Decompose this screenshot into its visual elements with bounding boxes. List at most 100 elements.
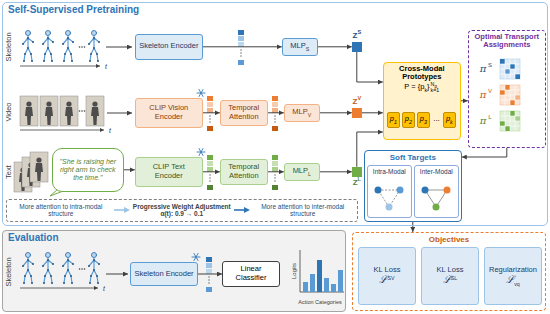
node-label: More attention to intra-modal structureP… xyxy=(7,200,357,221)
node-label: CLIP Text Encoder xyxy=(139,163,199,180)
node-label: ZS xyxy=(352,31,361,40)
node-text: } xyxy=(427,83,430,92)
text-line: Self-Supervised Pretraining xyxy=(8,4,139,16)
structure-box: Inter-Modal xyxy=(414,165,459,218)
text-line: Cross-Modal Prototypes xyxy=(386,65,458,82)
text-line: CLIP Vision Encoder xyxy=(139,104,199,121)
node-text: CLIP Vision Encoder xyxy=(149,103,188,121)
node-label: Objectives xyxy=(429,235,469,244)
arrow-connector xyxy=(320,112,352,113)
loss-box: KL LossℒSV xyxy=(358,247,416,305)
node-text: Skeleton Encoder xyxy=(134,269,193,278)
text-line: ℒSL xyxy=(437,274,464,286)
objective-box: ObjectivesKL LossℒSVKL LossℒSLRegulariza… xyxy=(352,232,546,311)
text-line: pk xyxy=(446,115,453,124)
node-text: vq xyxy=(514,281,520,287)
node-text: V xyxy=(308,112,312,118)
embedding-square: ZV xyxy=(352,108,362,118)
loss-box: KL LossℒSL xyxy=(421,247,479,305)
node-text: L xyxy=(358,176,361,182)
node-label: Soft Targets xyxy=(390,153,436,162)
node-label: ZL xyxy=(353,178,361,187)
node-label: Optimal Transport Assignments xyxy=(471,33,543,50)
node-label: MLPS xyxy=(290,42,309,51)
arrow-connector xyxy=(320,171,352,172)
node-label: KL LossℒSL xyxy=(437,266,464,286)
node-text: CLIP Text Encoder xyxy=(153,162,185,180)
text-line: "She is raising her right arm to check t… xyxy=(56,158,120,182)
node-text: Temporal Attention xyxy=(228,162,259,180)
node-text: p xyxy=(390,114,394,123)
node-text: Optimal Transport Assignments xyxy=(475,32,540,50)
arrow-connector xyxy=(461,100,468,101)
progress-center: Progressive Weight Adjustmentα(t): 0.9 →… xyxy=(133,203,231,218)
node-text: KL Loss xyxy=(437,265,464,274)
prototype-box: pk xyxy=(443,112,456,128)
text-line: p1 xyxy=(390,115,397,124)
assignment-index: S xyxy=(488,62,492,68)
text-line: p3 xyxy=(420,115,427,124)
axis-label: Action Categories xyxy=(298,300,341,306)
node-label: Cross-Modal PrototypesP = {pk}Npk=1 xyxy=(386,65,458,93)
text-line: CLIP Text Encoder xyxy=(139,163,199,180)
node-text: MLP xyxy=(292,107,307,116)
node-text: ℒ xyxy=(506,274,514,285)
node-label: p1 xyxy=(390,115,397,124)
node-text: Regularization xyxy=(489,265,537,274)
text-line: ℒvq xyxy=(489,274,537,286)
prototype-box: p2 xyxy=(402,112,415,128)
text-line: α(t): 0.9 → 0.1 xyxy=(133,210,231,217)
loss-box: Regularizationℒvq xyxy=(484,247,542,305)
arrow-connector xyxy=(203,112,220,113)
node-text: SV xyxy=(387,275,394,281)
axis-label: t xyxy=(105,63,107,70)
node-text: p xyxy=(405,114,409,123)
node-label: MLPV xyxy=(292,108,311,117)
arrow-connector xyxy=(203,171,220,172)
text-line: ZV xyxy=(352,97,361,106)
text-line: P = {pk}Npk=1 xyxy=(386,82,458,93)
node-text: More attention to inter-modal structure xyxy=(253,203,353,218)
node-text: P = {p xyxy=(404,83,424,92)
assignment-index: V xyxy=(488,88,492,94)
node-label: ZV xyxy=(352,97,361,106)
node-label: p2 xyxy=(405,115,412,124)
text-line: KL Loss xyxy=(374,266,401,275)
node-text: V xyxy=(357,95,361,101)
panel: Self-Supervised PretrainingSkeleton Enco… xyxy=(2,2,548,226)
text-line: Skeleton Encoder xyxy=(134,270,193,279)
node-label: Skeleton Encoder xyxy=(134,270,193,279)
mlp-box: MLPL xyxy=(284,163,320,181)
node-text: Z xyxy=(353,178,358,187)
arrow-connector xyxy=(462,148,507,157)
progress-arrow xyxy=(234,206,250,214)
axis-label: Logits xyxy=(291,263,297,279)
node-text: ℒ xyxy=(443,274,451,285)
text-line: Objectives xyxy=(429,235,469,244)
node-label: Self-Supervised Pretraining xyxy=(8,4,139,16)
encoder-box: CLIP Text Encoder xyxy=(135,157,203,187)
classifier-box: Linear Classifier xyxy=(222,261,280,287)
text-line: Regularization xyxy=(489,266,537,275)
prototype-box: p3 xyxy=(417,112,430,128)
assignment-symbol: π xyxy=(480,90,487,100)
text-line: ZS xyxy=(352,31,361,40)
node-label: KL LossℒSV xyxy=(374,266,401,286)
node-label: Skeleton Encoder xyxy=(139,42,198,51)
arrow-connector xyxy=(268,112,284,113)
arrow-connector xyxy=(203,46,282,47)
node-label: Intra-Modal xyxy=(373,168,406,175)
node-text: L xyxy=(308,171,311,177)
embedding-square: ZS xyxy=(352,42,362,52)
embedding-square: ZL xyxy=(352,167,362,177)
text-line: Linear Classifier xyxy=(226,265,276,282)
node-text: k xyxy=(424,87,427,93)
arrow-connector xyxy=(268,171,284,172)
ellipsis: ... xyxy=(433,115,440,123)
speech-bubble: "She is raising her right arm to check t… xyxy=(52,148,124,192)
node-text: Z xyxy=(352,31,357,40)
prototype-bank: Cross-Modal PrototypesP = {pk}Npk=1p1p2p… xyxy=(383,62,461,140)
arrow-connector xyxy=(198,274,222,275)
node-text: 1 xyxy=(394,119,397,125)
text-line: Evaluation xyxy=(8,232,59,244)
